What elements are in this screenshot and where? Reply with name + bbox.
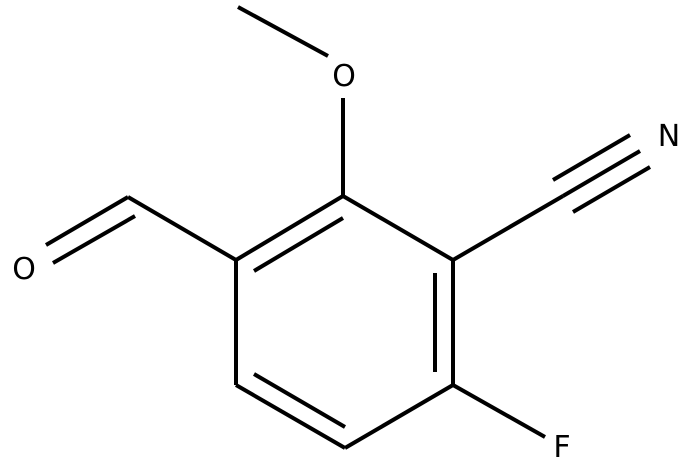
ring-bond-c1-c2 (341, 194, 455, 262)
bond-ring-nitrile-carbon (451, 194, 565, 262)
ring-bond-c6-c1-inner (252, 216, 345, 273)
ring-bond-c6-c1 (234, 194, 345, 262)
ring-bond-c3-c4 (343, 383, 455, 450)
bond-oxygen-methyl (237, 5, 329, 58)
bond-aldehyde-double-1 (44, 195, 130, 247)
ring-bond-c4-c5-inner (252, 372, 347, 429)
ring-bond-c4-c5 (234, 383, 347, 450)
atom-fluorine: F (553, 430, 570, 465)
bond-aldehyde-double-2 (52, 214, 136, 265)
bond-nitrile-triple-2 (551, 133, 632, 182)
bond-nitrile-triple-3 (571, 165, 652, 214)
bond-ring-fluorine (452, 383, 546, 439)
atom-oxygen-methoxy: O (332, 59, 356, 94)
atom-oxygen-aldehyde: O (12, 252, 36, 287)
atom-nitrogen: N (658, 119, 680, 154)
bond-nitrile-triple-1 (561, 149, 642, 198)
bond-ring-aldehyde-carbon (126, 195, 238, 262)
